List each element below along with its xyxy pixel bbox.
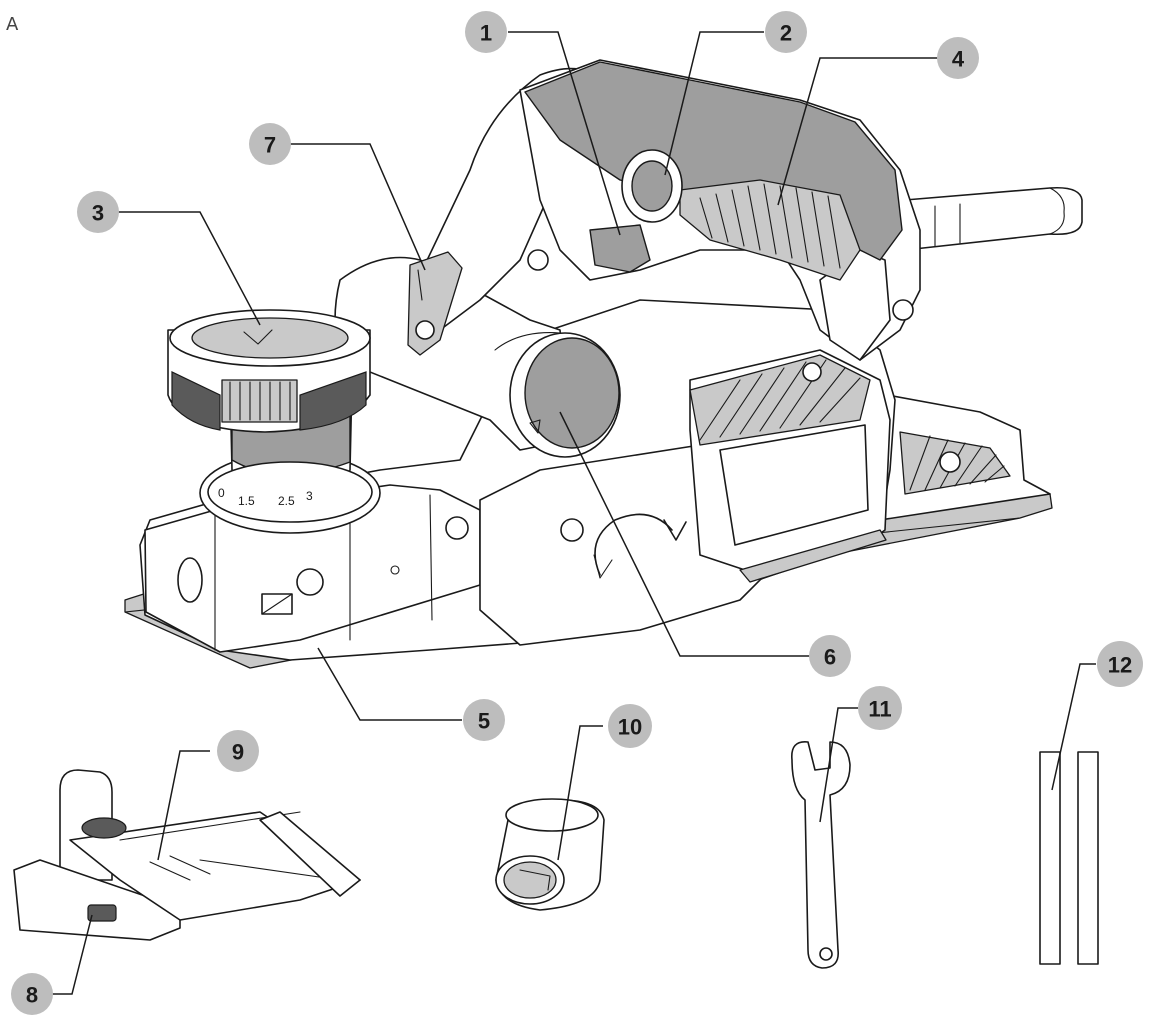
parallel-fence [13,769,361,941]
fence-clamp-knob [81,817,127,839]
planer-blade-1 [1039,751,1061,965]
svg-text:1: 1 [480,21,492,46]
callout-leaders [45,31,1096,995]
svg-text:9: 9 [232,740,244,765]
callout-12: 12 [1097,641,1143,687]
svg-text:10: 10 [618,715,642,740]
callout-6: 6 [809,635,851,677]
dial-mark-0: 0 [218,486,225,500]
callout-7: 7 [249,123,291,165]
svg-text:8: 8 [26,983,38,1008]
callout-11: 11 [858,686,902,730]
rotation-arrow [594,513,673,576]
callout-5: 5 [463,699,505,741]
figure-corner-label: A [6,14,19,35]
svg-text:4: 4 [952,47,965,72]
trigger-switch [589,224,651,273]
dial-mark-3: 3 [306,489,313,503]
power-cord [904,186,1083,251]
svg-text:7: 7 [264,133,276,158]
svg-text:2: 2 [780,21,792,46]
electric-planer: 0 1.5 2.5 3 [124,59,1083,669]
chip-ejector-outlet [524,337,620,449]
callout-9: 9 [217,730,259,772]
svg-text:11: 11 [868,697,891,722]
callout-2: 2 [765,11,807,53]
dust-extraction-adapter [495,798,605,911]
svg-text:3: 3 [92,201,104,226]
planer-blade-2 [1077,751,1099,965]
callout-1: 1 [465,11,507,53]
lock-off-button [631,160,673,212]
callout-3: 3 [77,191,119,233]
dial-mark-2-5: 2.5 [278,494,295,508]
handle-grip-texture [679,179,861,281]
planer-blades [1039,751,1099,965]
callout-10: 10 [608,704,652,748]
callout-8: 8 [11,973,53,1015]
callout-4: 4 [937,37,979,79]
side-vent-grille [689,354,871,446]
svg-text:5: 5 [478,709,490,734]
fence-adjust-screw [87,904,117,922]
depth-adjustment-knob [167,309,381,534]
spanner-wrench [791,741,851,969]
svg-text:12: 12 [1108,653,1132,678]
svg-text:6: 6 [824,645,836,670]
dial-mark-1-5: 1.5 [238,494,255,508]
